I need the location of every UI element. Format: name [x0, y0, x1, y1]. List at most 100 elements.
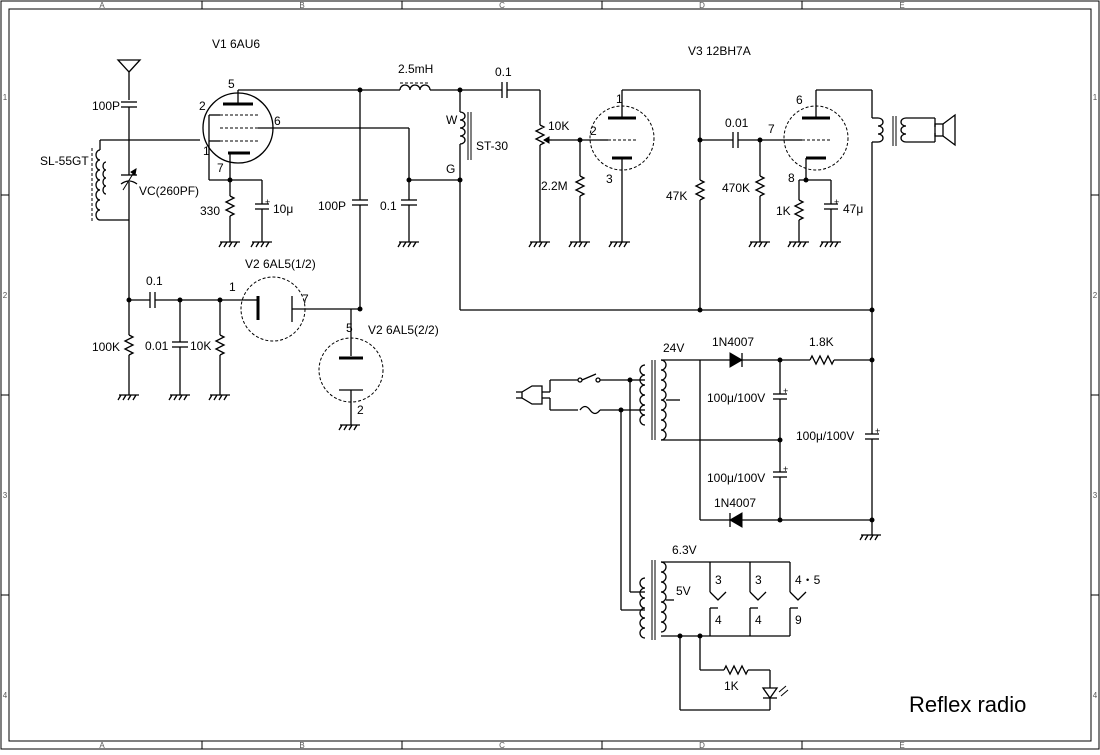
heater-6-3v-label: 6.3V: [672, 543, 697, 557]
if-transformer: [457, 90, 472, 310]
v1-wiring: [208, 89, 410, 183]
antenna-capacitor-label: 100P: [92, 99, 120, 113]
ac-plug-and-switch: [516, 373, 633, 415]
tuning-coil-label: SL-55GT: [40, 154, 89, 168]
if-transformer-label: ST-30: [476, 139, 508, 153]
zone-col-d-top: D: [699, 1, 705, 10]
zone-col-a-top: A: [99, 1, 105, 10]
v3a-tube: [589, 90, 655, 242]
filter-capacitor-main: +: [865, 360, 880, 535]
detector-filter-resistor: [214, 300, 226, 395]
zone-row-4-right: 4: [1093, 691, 1098, 700]
heater-filaments: [709, 562, 807, 636]
zone-col-b-bottom: B: [299, 741, 304, 750]
svg-text:+: +: [265, 197, 270, 207]
pilot-led-resistor-label: 1K: [724, 679, 739, 693]
v1-cathode-resistor-label: 330: [200, 204, 220, 218]
detector-load-resistor-label: 100K: [92, 340, 120, 354]
power-transformer-24v-label: 24V: [663, 341, 684, 355]
b-plus-rail: [460, 307, 875, 313]
v3a-pin-3: 3: [606, 172, 613, 186]
border-zone-labels: A B C D E A B C D E 1 2 3 4 1 2 3 4: [3, 1, 1098, 750]
zone-row-2-right: 2: [1093, 291, 1098, 300]
v3b-cathode-capacitor-label: 47μ: [843, 202, 863, 216]
coupling-capacitor-1: [501, 82, 540, 98]
bypass-capacitor-100p: [352, 90, 368, 310]
zone-row-1-right: 1: [1093, 93, 1098, 102]
zone-row-3-left: 3: [3, 491, 8, 500]
filter-capacitor-upper: +: [773, 360, 788, 472]
detector-filter-capacitor-label: 0.01: [145, 339, 169, 353]
zone-col-a-bottom: A: [99, 741, 105, 750]
rf-choke-label: 2.5mH: [398, 62, 433, 76]
grid-resistor-470k: [754, 140, 766, 242]
if-transformer-g-label: G: [446, 162, 455, 176]
pilot-led-circuit: [677, 633, 789, 711]
rectifier-diode-2: [700, 512, 875, 528]
heater-3-top-pin: 4・5: [795, 573, 821, 587]
svg-text:+: +: [783, 464, 788, 474]
zone-col-c-top: C: [499, 1, 505, 10]
v3b-tube: [783, 90, 849, 180]
zone-row-1-left: 1: [3, 93, 8, 102]
zone-row-2-left: 2: [3, 291, 8, 300]
heater-1-bottom-pin: 4: [715, 613, 722, 627]
v3a-pin-1: 1: [616, 92, 623, 106]
detector-coupling-capacitor-label: 0.1: [146, 274, 163, 288]
filter-capacitor-main-label: 100μ/100V: [796, 429, 854, 443]
grid-resistor: [574, 140, 586, 242]
plate-resistor-label: 47K: [666, 189, 687, 203]
schematic-title: Reflex radio: [909, 692, 1026, 717]
v3-label: V3 12BH7A: [688, 44, 751, 58]
volume-potentiometer-label: 10K: [548, 119, 569, 133]
coupling-capacitor-2-label: 0.01: [725, 116, 749, 130]
zone-col-b-top: B: [299, 1, 304, 10]
tuning-coil: [91, 139, 200, 222]
v1-pin-2: 2: [199, 99, 206, 113]
variable-capacitor: [120, 140, 138, 300]
zone-col-c-bottom: C: [499, 741, 505, 750]
v3a-plate-wiring: [622, 89, 706, 310]
zone-row-4-left: 4: [3, 691, 8, 700]
rectifier-diode-1-label: 1N4007: [712, 335, 754, 349]
power-transformer: [630, 359, 780, 441]
v2a-pin-7: 7: [302, 292, 309, 306]
v2a-label: V2 6AL5(1/2): [245, 257, 316, 271]
rf-choke: [357, 82, 502, 93]
heater-5v-label: 5V: [676, 584, 691, 598]
antenna-capacitor: [121, 101, 137, 140]
heater-3-bottom-pin: 9: [795, 613, 802, 627]
rectifier-diode-1: [699, 352, 810, 520]
heater-2-bottom-pin: 4: [755, 613, 762, 627]
v2b-label: V2 6AL5(2/2): [368, 323, 439, 337]
variable-capacitor-label: VC(260PF): [139, 184, 199, 198]
detector-load-resistor: [123, 300, 135, 395]
v2b-pin-5: 5: [346, 321, 353, 335]
zone-col-e-top: E: [899, 1, 904, 10]
svg-text:+: +: [783, 386, 788, 396]
coupling-capacitor-1-label: 0.1: [495, 65, 512, 79]
v3a-pin-2: 2: [590, 124, 597, 138]
detector-coupling: [126, 292, 245, 308]
v3b-cathode-resistor-label: 1K: [776, 204, 791, 218]
grid-resistor-470k-label: 470K: [722, 181, 750, 195]
rectifier-diode-2-label: 1N4007: [714, 496, 756, 510]
v1-cathode-capacitor-label: 10μ: [273, 202, 293, 216]
v1-pin-6: 6: [274, 114, 281, 128]
output-transformer-and-speaker: [816, 89, 956, 360]
v1-pin-5: 5: [228, 77, 235, 91]
heater-2-top-pin: 3: [755, 573, 762, 587]
screen-bypass-capacitor: [401, 177, 460, 242]
bypass-capacitor-100p-label: 100P: [318, 199, 346, 213]
if-transformer-w-label: W: [446, 113, 458, 127]
filter-capacitor-lower-label: 100μ/100V: [707, 471, 765, 485]
svg-text:+: +: [875, 426, 880, 436]
v1-pin-1: 1: [203, 144, 210, 158]
dropping-resistor-label: 1.8K: [809, 335, 834, 349]
antenna-symbol: [116, 59, 142, 100]
v1-cathode-capacitor: +: [255, 180, 270, 242]
volume-potentiometer: [534, 90, 600, 242]
